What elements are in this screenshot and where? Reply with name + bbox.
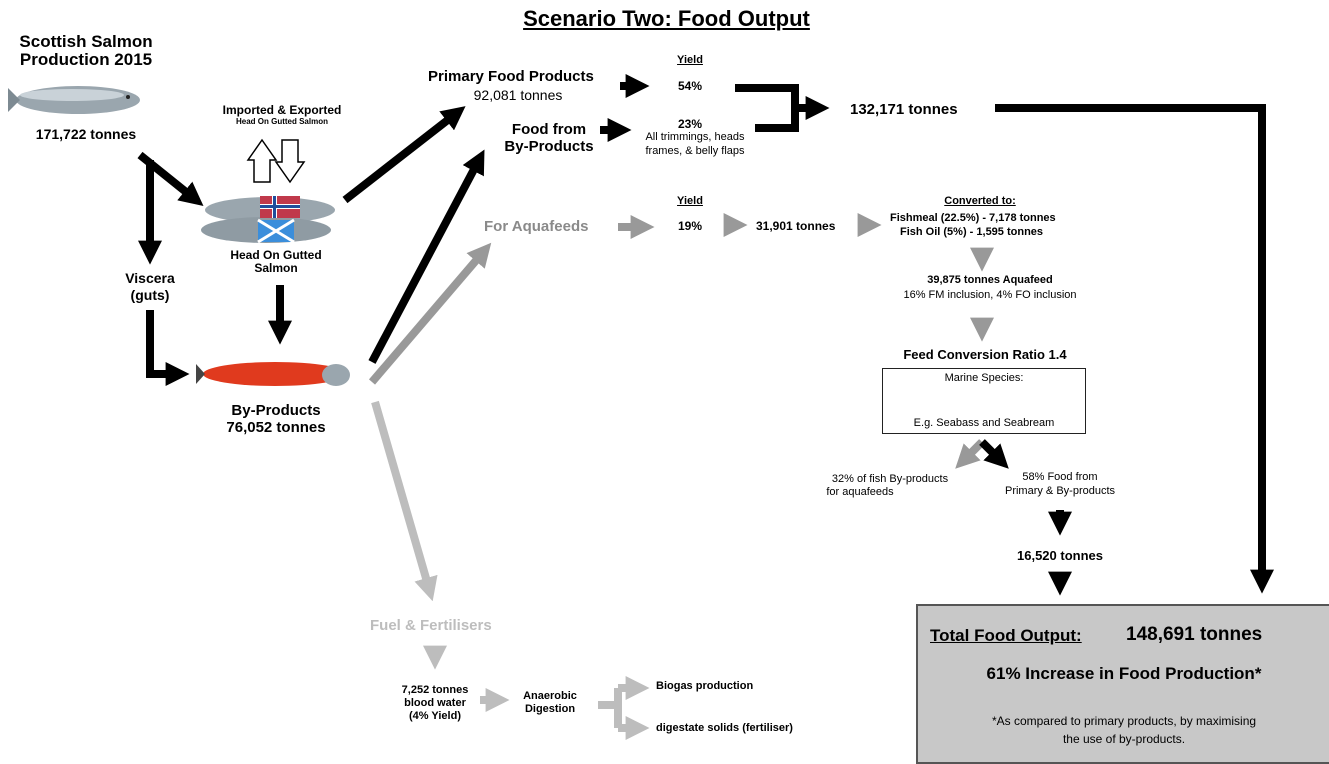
total-note-1: *As compared to primary products, by max… <box>991 714 1257 728</box>
aquafeeds-amount: 31,901 tonnes <box>756 219 836 233</box>
arrow-byproducts-to-food <box>368 149 485 364</box>
split-left-2: for aquafeeds <box>826 486 894 498</box>
aquafeeds-yield: 19% <box>677 219 703 233</box>
blood-line-1: 7,252 tonnes <box>401 684 469 696</box>
marine-header: Marine Species: <box>944 372 1024 384</box>
split-right-2: Primary & By-products <box>1004 485 1116 497</box>
arrow-byproducts-to-aquafeeds <box>368 242 492 385</box>
export-down-arrow <box>274 139 306 184</box>
yield-23-note-2: frames, & belly flaps <box>645 145 745 157</box>
byproducts-fish-image <box>196 362 350 386</box>
split-right-1: 58% Food from <box>1022 471 1098 483</box>
arrow-to-total <box>995 104 1274 594</box>
source-title-1: Scottish Salmon <box>19 32 153 51</box>
anaerobic-line-2: Digestion <box>524 703 576 715</box>
page-title: Scenario Two: Food Output <box>523 6 810 31</box>
split-left-1: 32% of fish By-products <box>831 473 949 485</box>
yield-23: 23% <box>677 117 703 131</box>
arrow-combine <box>735 84 820 132</box>
aquafeeds-label: For Aquafeeds <box>484 218 589 235</box>
hog-label-1: Head On Gutted <box>230 248 322 262</box>
imports-label-1: Imported & Exported <box>222 103 342 117</box>
total-label: Total Food Output: <box>930 626 1082 645</box>
byproducts-amount: 76,052 tonnes <box>226 419 326 436</box>
total-value: 148,691 tonnes <box>1126 624 1263 645</box>
aquafeed-amount: 39,875 tonnes Aquafeed <box>927 274 1053 286</box>
total-note-2: the use of by-products. <box>1062 732 1186 746</box>
hog-salmon-image <box>201 196 335 244</box>
yield-54: 54% <box>677 79 703 93</box>
anaerobic-line-1: Anaerobic <box>523 690 577 702</box>
hog-label-2: Salmon <box>254 261 298 275</box>
total-increase: 61% Increase in Food Production* <box>986 664 1262 683</box>
aquafeed-inclusion: 16% FM inclusion, 4% FO inclusion <box>903 289 1077 301</box>
biogas-label: Biogas production <box>656 680 754 692</box>
imports-label-2: Head On Gutted Salmon <box>235 117 328 126</box>
salmon-source-image <box>8 86 140 114</box>
primary-label: Primary Food Products <box>428 68 594 85</box>
marine-species-box <box>882 368 1086 434</box>
converted-line-2: Fish Oil (5%) - 1,595 tonnes <box>900 226 1044 238</box>
arrow-split-left <box>955 439 985 469</box>
yield-header: Yield <box>677 54 703 66</box>
food-from-label-1: Food from <box>511 121 587 138</box>
yield-23-note-1: All trimmings, heads <box>645 131 745 143</box>
primary-amount: 92,081 tonnes <box>473 87 563 103</box>
marine-footer: E.g. Seabass and Seabream <box>913 417 1055 429</box>
digestate-label: digestate solids (fertiliser) <box>656 722 793 734</box>
import-up-arrow <box>246 138 278 183</box>
aquafeeds-yield-header: Yield <box>677 195 703 207</box>
blood-line-2: blood water <box>404 697 466 709</box>
food-from-label-2: By-Products <box>504 138 594 155</box>
blood-line-3: (4% Yield) <box>409 710 461 722</box>
viscera-label-1: Viscera <box>125 270 175 286</box>
source-amount: 171,722 tonnes <box>35 126 137 142</box>
viscera-label-2: (guts) <box>130 287 170 303</box>
fcr-label: Feed Conversion Ratio 1.4 <box>903 347 1067 362</box>
arrow-split-right <box>979 439 1009 469</box>
converted-header: Converted to: <box>944 195 1016 207</box>
total-output-box <box>916 604 1329 764</box>
byproducts-label: By-Products <box>231 402 321 419</box>
sum-food-amount: 132,171 tonnes <box>850 101 958 118</box>
arrow-byproducts-to-fuel <box>371 400 438 602</box>
arrow-viscera-to-byproducts <box>146 310 190 386</box>
converted-line-1: Fishmeal (22.5%) - 7,178 tonnes <box>890 212 1056 224</box>
fuel-label: Fuel & Fertilisers <box>370 617 492 634</box>
arrow-anaerobic-split <box>598 684 638 732</box>
aqua-food-amount: 16,520 tonnes <box>1017 548 1103 563</box>
source-title-2: Production 2015 <box>19 50 153 69</box>
arrow-hog-to-primary <box>342 106 466 204</box>
